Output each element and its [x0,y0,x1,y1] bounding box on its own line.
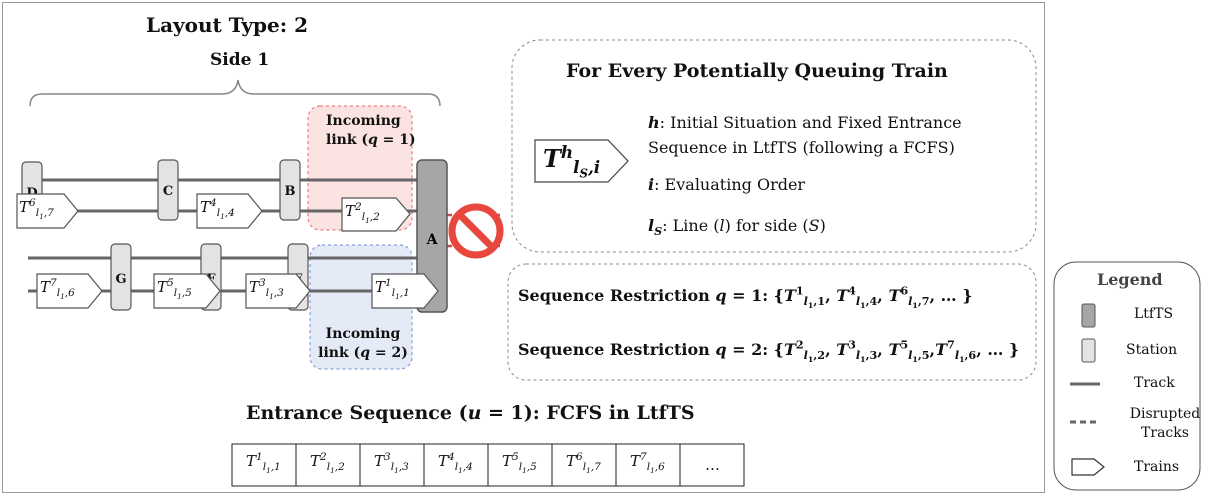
train-6 [245,273,311,309]
incoming-link-2-label-line-1: Incoming [325,326,401,342]
restriction-q2: Sequence Restriction q = 2: {T2l1,2, T3l… [518,337,1020,365]
incoming-link-1-label: Incoming link (q = 1) [326,112,416,150]
h-definition-line-2: Sequence in LtfTS (following a FCFS) [648,138,955,157]
train-symbol-shape [534,139,629,183]
station-label-c: C [163,184,173,199]
legend-ltfts-icon [1081,303,1096,328]
entrance-sequence-table [231,443,745,487]
side-brace [29,79,441,107]
restriction-q1: Sequence Restriction q = 1: {T1l1,1, T4l… [518,283,973,311]
incoming-link-1-label-line-1: Incoming [326,113,401,129]
incoming-link-2-label: Incoming link (q = 2) [318,325,408,363]
train-label-7: T1l1,1 [375,277,410,302]
layout-title: Layout Type: 2 [146,13,309,37]
ls-definition: lS: Line (l) for side (S) [648,216,826,239]
entrance-cell-3: T3l1,3 [374,451,409,476]
station-g [110,243,132,311]
train-7 [371,273,439,309]
entrance-cell-4: T4l1,4 [438,451,473,476]
train-2 [196,193,263,229]
figure-frame [2,2,1045,493]
train-1 [16,193,79,229]
legend-box [1053,261,1201,491]
side-label: Side 1 [210,50,270,70]
legend-station-icon [1081,338,1096,363]
legend-trains-label: Trains [1134,459,1180,475]
train-label-6: T3l1,3 [249,277,284,302]
legend-ltfts-label: LtfTS [1134,306,1174,322]
entrance-cell-ellipsis: … [705,456,720,474]
station-b [279,159,301,221]
train-label-2: T4l1,4 [200,197,235,222]
restriction-box [507,263,1037,381]
legend-title: Legend [1097,270,1163,289]
queue-info-box [511,39,1037,253]
station-label-f: F [206,272,216,287]
incoming-link-1-label-line-2: link (q = 1) [326,132,416,148]
train-label-3: T2l1,2 [345,201,380,226]
queue-box-title: For Every Potentially Queuing Train [566,60,948,82]
station-label-b: B [285,184,296,199]
legend-station-label: Station [1126,342,1178,358]
h-definition: h: Initial Situation and Fixed Entrance … [648,110,962,160]
entrance-cell-6: T6l1,7 [566,451,601,476]
legend-track-label: Track [1134,375,1175,391]
train-symbol: ThlS,i [543,142,601,181]
train-3 [341,197,411,232]
legend-disrupted-label: Disrupted Tracks [1129,406,1201,441]
h-definition-line-1: h: Initial Situation and Fixed Entrance [648,113,962,132]
entrance-cell-7: T7l1,6 [630,451,665,476]
train-label-5: T5l1,5 [157,277,192,302]
legend-train-icon [1071,458,1105,476]
entrance-cell-5: T5l1,5 [502,451,537,476]
no-entry-icon [448,203,504,259]
entrance-cell-2: T2l1,2 [310,451,345,476]
ltfts-label: A [426,232,439,248]
train-4 [36,273,103,309]
incoming-link-2-label-line-2: link (q = 2) [318,345,408,361]
i-definition: i: Evaluating Order [648,175,806,194]
entrance-sequence-title: Entrance Sequence (u = 1): FCFS in LtfTS [246,402,695,424]
train-label-1: T6l1,7 [19,197,54,222]
train-label-4: T7l1,6 [40,277,75,302]
trains [16,193,439,309]
train-5 [153,273,221,309]
station-c [157,159,179,221]
station-label-g: G [115,272,126,287]
entrance-cell-1: T1l1,1 [246,451,281,476]
